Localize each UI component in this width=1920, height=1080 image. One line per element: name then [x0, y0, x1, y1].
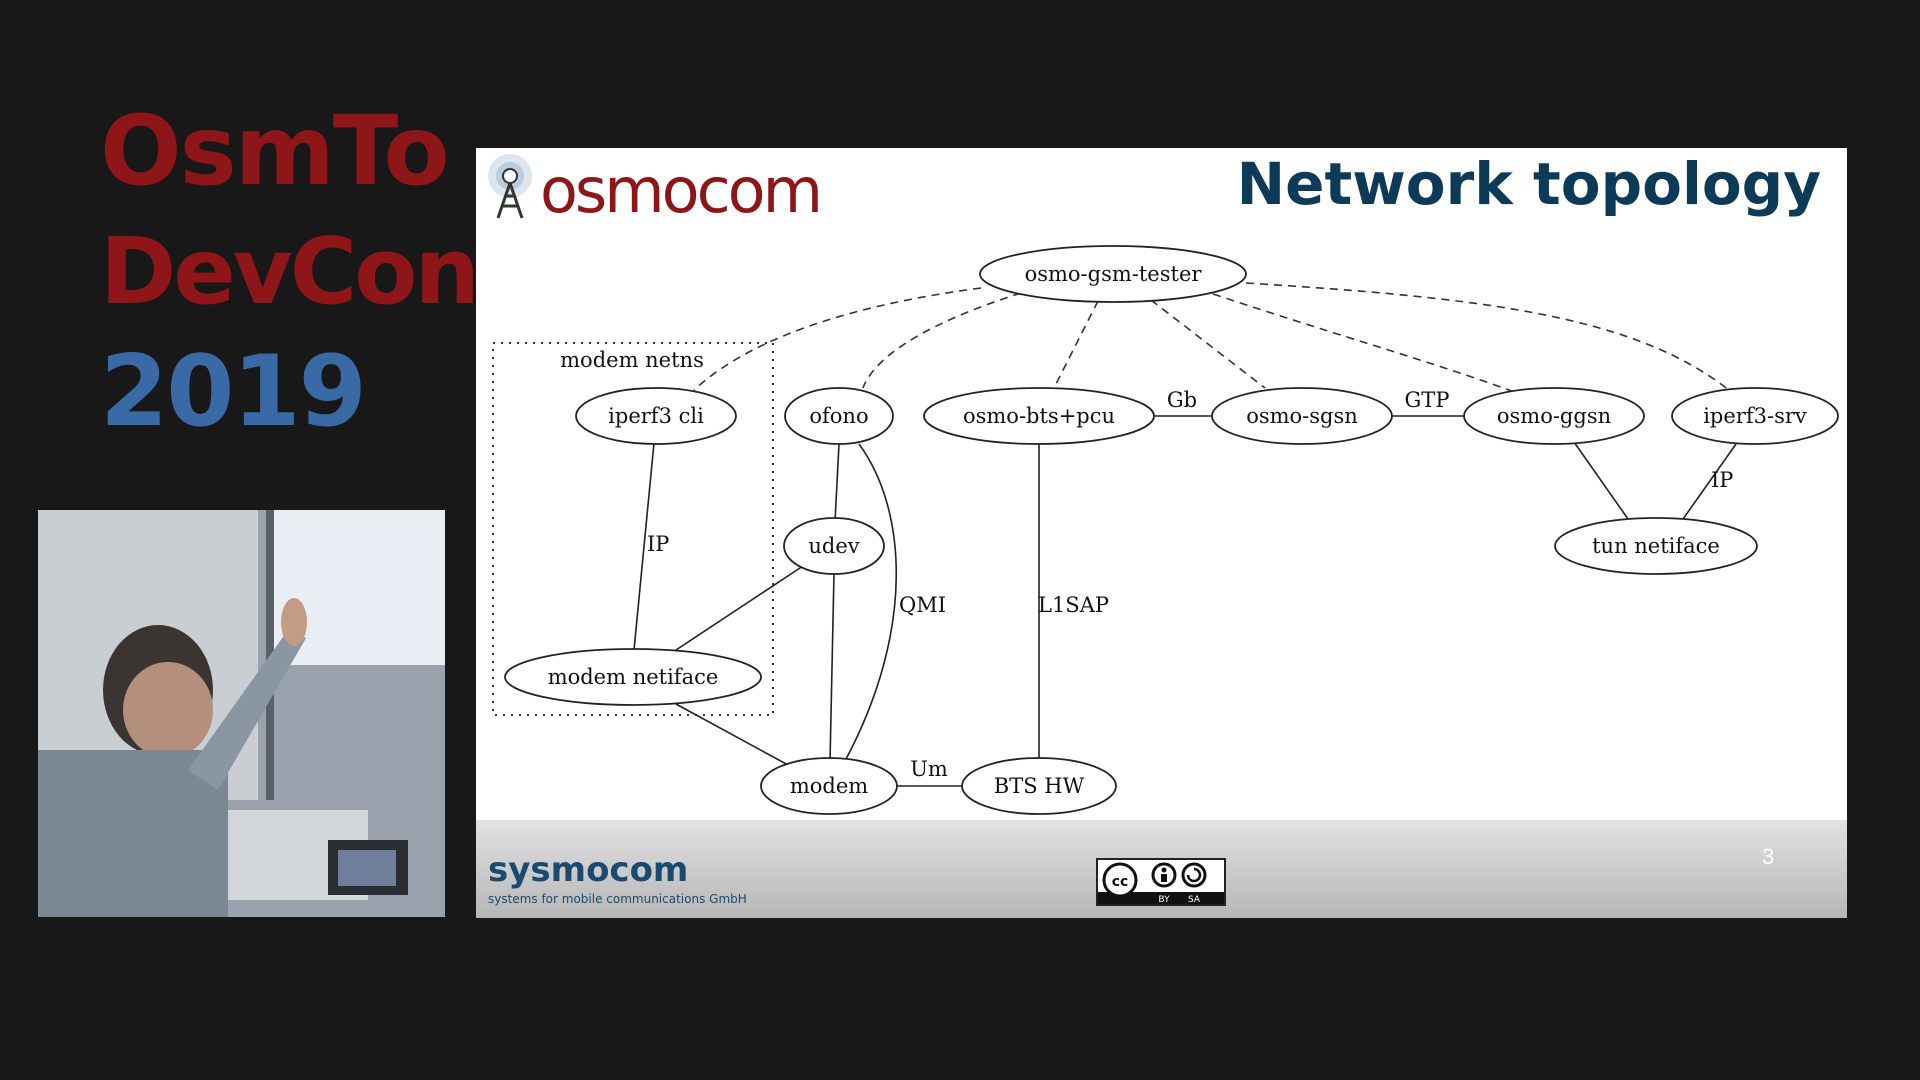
edge-tester-bts — [1053, 300, 1099, 389]
license-by-text: BY — [1158, 895, 1170, 904]
node-bts-hw — [961, 757, 1117, 815]
speaker-video — [38, 510, 445, 917]
edge-label-um: Um — [910, 757, 948, 781]
cc-by-sa-badge: cc BY SA — [1096, 858, 1226, 906]
edge-label-ip-left: IP — [647, 532, 669, 556]
slide-title: Network topology — [1236, 150, 1821, 218]
label-modem: modem — [790, 774, 868, 798]
node-iperf3-cli — [575, 387, 737, 445]
edge-label-l1sap: L1SAP — [1038, 593, 1109, 617]
cluster-label: modem netns — [560, 348, 704, 372]
node-osmo-bts-pcu — [923, 387, 1155, 445]
label-bts-hw: BTS HW — [994, 774, 1085, 798]
osmodevcon-logo-year: 2019 — [100, 335, 367, 449]
slide-page-number: 3 — [1762, 844, 1775, 869]
label-modem-netiface: modem netiface — [548, 665, 719, 689]
label-osmo-gsm-tester: osmo-gsm-tester — [1025, 262, 1203, 286]
edge-ofono-modem — [844, 443, 898, 762]
label-osmo-bts-pcu: osmo-bts+pcu — [963, 404, 1115, 428]
slide: osmocom Network topology modem netns — [476, 148, 1847, 918]
edge-udev-modemnetiface — [672, 565, 804, 653]
node-osmo-ggsn — [1463, 387, 1645, 445]
sysmocom-tagline: systems for mobile communications GmbH — [488, 892, 747, 906]
osmocom-logo-text: osmocom — [540, 154, 823, 227]
label-iperf3-cli: iperf3 cli — [608, 404, 704, 428]
label-iperf3-srv: iperf3-srv — [1703, 404, 1807, 428]
osmodevcon-logo-osmo: OsmTo — [100, 95, 449, 207]
edge-ggsn-tun — [1573, 441, 1636, 530]
node-iperf3-srv — [1671, 387, 1839, 445]
edge-udev-modem — [829, 572, 835, 763]
label-osmo-sgsn: osmo-sgsn — [1246, 404, 1358, 428]
edge-tester-sgsn — [1150, 299, 1266, 389]
edge-label-gb: Gb — [1167, 388, 1197, 412]
network-topology-diagram: modem netns — [492, 245, 1839, 815]
slide-footer: sysmocom systems for mobile communicatio… — [476, 820, 1847, 918]
edge-tester-ofono — [862, 292, 1022, 389]
node-osmo-gsm-tester — [979, 245, 1247, 303]
node-modem — [760, 757, 898, 815]
node-tun-netiface — [1554, 517, 1758, 575]
edge-label-qmi: QMI — [899, 593, 946, 617]
edge-modemnetiface-modem — [675, 703, 789, 766]
license-sa-text: SA — [1188, 895, 1201, 904]
node-modem-netiface — [504, 648, 762, 706]
osmocom-antenna-icon — [488, 154, 532, 219]
edge-tester-iperf3srv — [1245, 282, 1731, 392]
edge-iperf3srv-tun — [1675, 443, 1737, 530]
svg-text:cc: cc — [1112, 874, 1129, 890]
label-osmo-ggsn: osmo-ggsn — [1497, 404, 1611, 428]
edge-tester-ggsn — [1212, 293, 1518, 394]
sysmocom-logo: sysmocom — [488, 850, 689, 890]
label-udev: udev — [808, 534, 859, 558]
node-osmo-sgsn — [1211, 387, 1393, 445]
node-udev — [783, 517, 885, 575]
label-tun-netiface: tun netiface — [1592, 534, 1720, 558]
node-ofono — [784, 387, 894, 445]
label-ofono: ofono — [809, 404, 868, 428]
modem-netns-cluster — [492, 342, 774, 716]
edge-tester-iperf3cli — [693, 287, 982, 391]
edge-label-gtp: GTP — [1405, 388, 1450, 412]
edge-iperf3cli-modemnetiface — [633, 442, 655, 651]
osmodevcon-logo-devcon: DevCon — [100, 218, 480, 325]
edge-ofono-udev — [834, 443, 840, 523]
edge-label-ip-right: IP — [1711, 468, 1733, 492]
